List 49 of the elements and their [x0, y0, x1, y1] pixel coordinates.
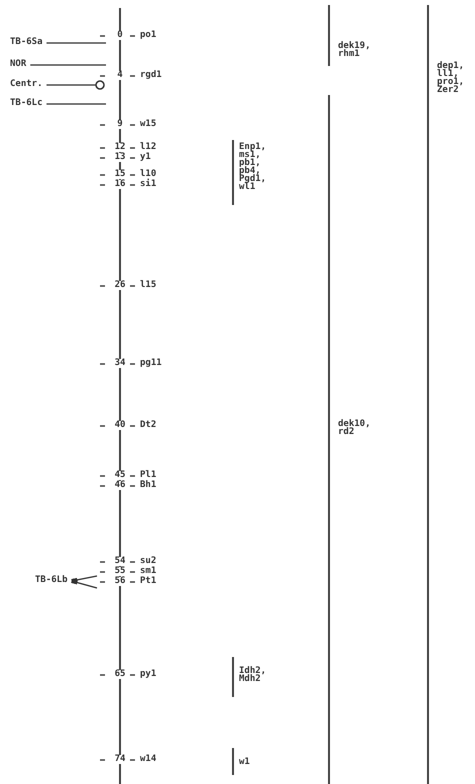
locus-name: po1: [140, 31, 156, 40]
locus-position: 46: [112, 481, 128, 490]
translocation-label: TB-6Lc: [10, 99, 43, 108]
gene-list: dek10, rd2: [338, 420, 371, 436]
locus-name: w14: [140, 755, 156, 764]
locus-name: Pt1: [140, 577, 156, 586]
locus-name: si1: [140, 180, 156, 189]
locus-position: 16: [112, 180, 128, 189]
gene-list: Enp1, ms1, pb1, pb4, Pgd1, wl1: [239, 143, 266, 191]
translocation-label: TB-6Lb: [35, 576, 68, 585]
locus-position: 45: [112, 471, 128, 480]
leader-line: [46, 103, 106, 105]
leader-line: [71, 575, 98, 583]
leader-line: [70, 579, 98, 589]
locus-name: Pl1: [140, 471, 156, 480]
locus-name: y1: [140, 153, 151, 162]
locus-position: 34: [112, 359, 128, 368]
locus-name: sm1: [140, 567, 156, 576]
locus-name: w15: [140, 120, 156, 129]
locus-name: rgd1: [140, 71, 162, 80]
locus-position: 15: [112, 170, 128, 179]
locus-position: 55: [112, 567, 128, 576]
gene-list: Idh2, Mdh2: [239, 667, 266, 683]
locus-position: 54: [112, 557, 128, 566]
locus-name: l10: [140, 170, 156, 179]
translocation-label: TB-6Sa: [10, 38, 43, 47]
centromere-circle: [95, 80, 105, 90]
locus-name: Bh1: [140, 481, 156, 490]
gene-list: dep1, ll1, pro1, Zer2: [437, 62, 464, 94]
locus-name: su2: [140, 557, 156, 566]
locus-position: 74: [112, 755, 128, 764]
leader-line: [46, 84, 96, 86]
gene-list: w1: [239, 758, 250, 766]
locus-position: 13: [112, 153, 128, 162]
locus-position: 12: [112, 143, 128, 152]
locus-position: 26: [112, 281, 128, 290]
locus-name: pg11: [140, 359, 162, 368]
locus-name: py1: [140, 670, 156, 679]
locus-position: 56: [112, 577, 128, 586]
locus-position: 65: [112, 670, 128, 679]
translocation-label: NOR: [10, 60, 26, 69]
leader-line: [30, 64, 106, 66]
locus-name: Dt2: [140, 421, 156, 430]
gene-list: dek19, rhm1: [338, 42, 371, 58]
translocation-label: Centr.: [10, 80, 43, 89]
locus-position: 40: [112, 421, 128, 430]
locus-name: l15: [140, 281, 156, 290]
leader-line: [46, 42, 106, 44]
locus-name: l12: [140, 143, 156, 152]
